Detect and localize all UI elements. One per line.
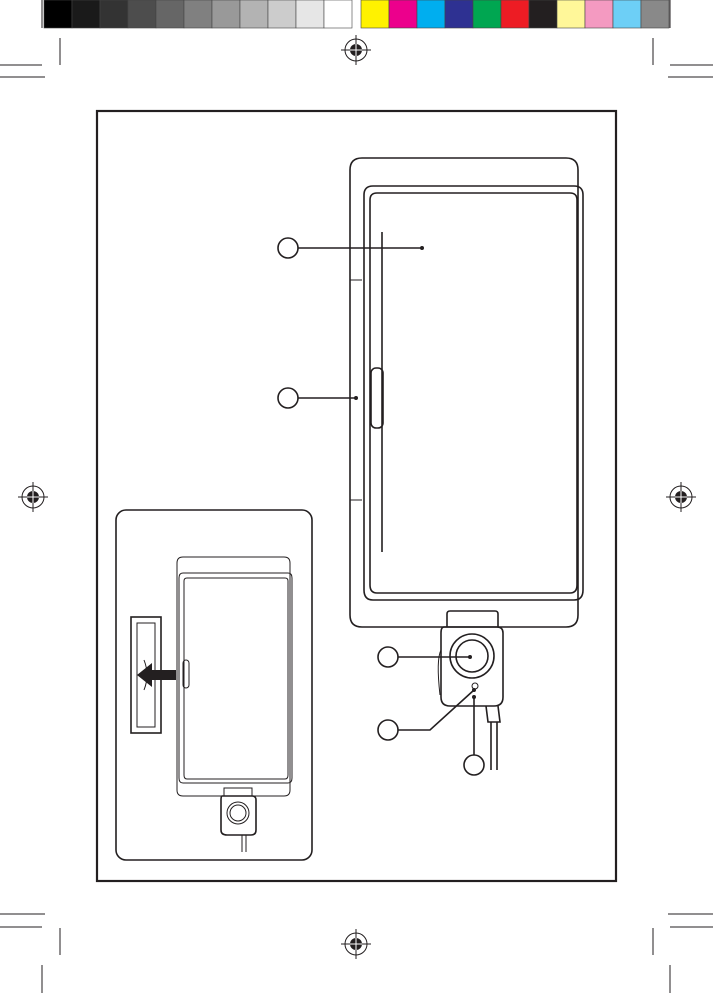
callout-3 — [378, 647, 398, 667]
calibration-swatch — [585, 0, 613, 28]
registration-mark-icon — [18, 482, 48, 512]
calibration-swatch — [44, 0, 72, 28]
color-calibration-bar — [361, 0, 669, 28]
registration-marks — [18, 35, 696, 959]
registration-mark-icon — [341, 929, 371, 959]
calibration-swatch — [613, 0, 641, 28]
inset-panel — [116, 510, 312, 860]
calibration-swatch — [100, 0, 128, 28]
leader-lines — [298, 246, 476, 755]
griddle-appliance — [350, 158, 583, 770]
calibration-swatch — [156, 0, 184, 28]
calibration-swatch — [184, 0, 212, 28]
calibration-swatch — [240, 0, 268, 28]
calibration-swatch — [361, 0, 389, 28]
calibration-swatch — [72, 0, 100, 28]
callouts — [278, 238, 484, 775]
calibration-swatch — [128, 0, 156, 28]
callout-2 — [278, 388, 298, 408]
figure-frame — [97, 111, 616, 881]
calibration-swatch — [501, 0, 529, 28]
calibration-swatch — [389, 0, 417, 28]
calibration-swatch — [268, 0, 296, 28]
calibration-swatch — [641, 0, 669, 28]
gray-calibration-bar — [44, 0, 352, 28]
calibration-swatch — [417, 0, 445, 28]
calibration-swatch — [473, 0, 501, 28]
registration-mark-icon — [341, 35, 371, 65]
calibration-swatch — [529, 0, 557, 28]
calibration-swatch — [324, 0, 352, 28]
registration-mark-icon — [666, 482, 696, 512]
calibration-swatch — [445, 0, 473, 28]
callout-4 — [378, 720, 398, 740]
calibration-swatch — [212, 0, 240, 28]
left-arrow-icon — [137, 663, 176, 687]
calibration-swatch — [557, 0, 585, 28]
callout-1 — [278, 238, 298, 258]
callout-5 — [464, 755, 484, 775]
calibration-swatch — [296, 0, 324, 28]
